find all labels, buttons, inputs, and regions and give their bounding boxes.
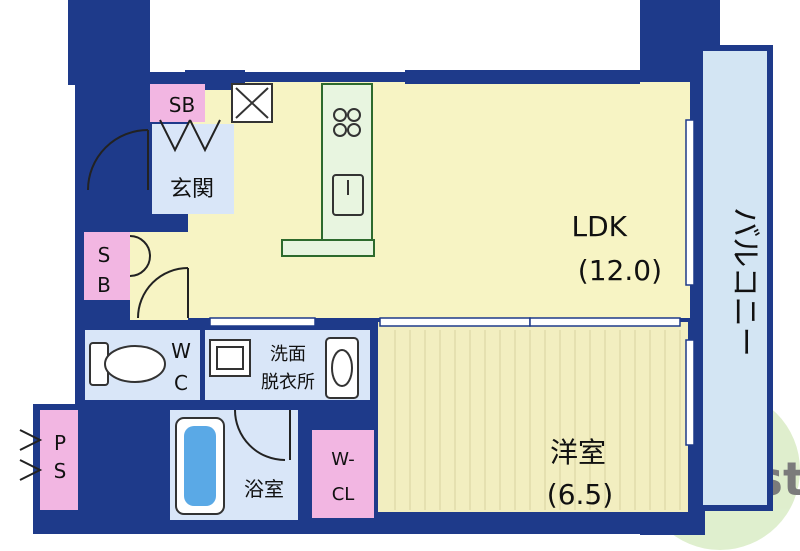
ps-line1: P	[54, 431, 66, 455]
western-room	[378, 322, 688, 512]
range-hood-icon	[231, 83, 273, 123]
ldk-top-wall-2	[405, 70, 640, 84]
sink-icon	[332, 174, 364, 216]
window-balcony	[685, 119, 695, 446]
flooring-lines	[394, 330, 681, 510]
wc-line1: W	[171, 339, 191, 363]
ps-line2: S	[54, 459, 67, 483]
toilet-icon	[89, 342, 166, 386]
kitchen-bar	[281, 239, 375, 257]
sb-left-line1: S	[98, 243, 111, 267]
ldk-size: (12.0)	[578, 254, 662, 287]
wash-line1: 洗面	[270, 344, 306, 365]
walkin-line1: W-	[331, 449, 355, 470]
entrance-label: 玄関	[170, 177, 214, 202]
sb-left-line2: B	[97, 273, 111, 297]
washer-pan-icon	[209, 339, 251, 377]
walkin-closet	[312, 430, 374, 518]
walkin-line2: CL	[332, 484, 355, 505]
entrance	[152, 124, 234, 214]
wc-line2: C	[174, 371, 188, 395]
sb-top-label: SB	[169, 93, 195, 117]
sliding-door-ldk	[209, 317, 681, 327]
western-label: 洋室	[550, 436, 606, 469]
bath-label: 浴室	[244, 477, 284, 501]
column-top-left	[68, 0, 150, 85]
balcony-label: バルコニー	[727, 207, 762, 356]
wash-line2: 脱衣所	[261, 372, 315, 393]
pipe-space	[40, 410, 78, 510]
stove-icon	[333, 108, 361, 137]
balcony	[697, 45, 773, 511]
bathtub-icon	[175, 417, 225, 515]
washbasin-icon	[325, 337, 359, 399]
ldk-label: LDK	[571, 210, 627, 243]
sb-top	[150, 84, 205, 122]
kitchen-counter	[321, 83, 373, 245]
door-swing-icon	[19, 119, 291, 481]
sb-left	[84, 232, 130, 300]
western-size: (6.5)	[547, 478, 613, 511]
